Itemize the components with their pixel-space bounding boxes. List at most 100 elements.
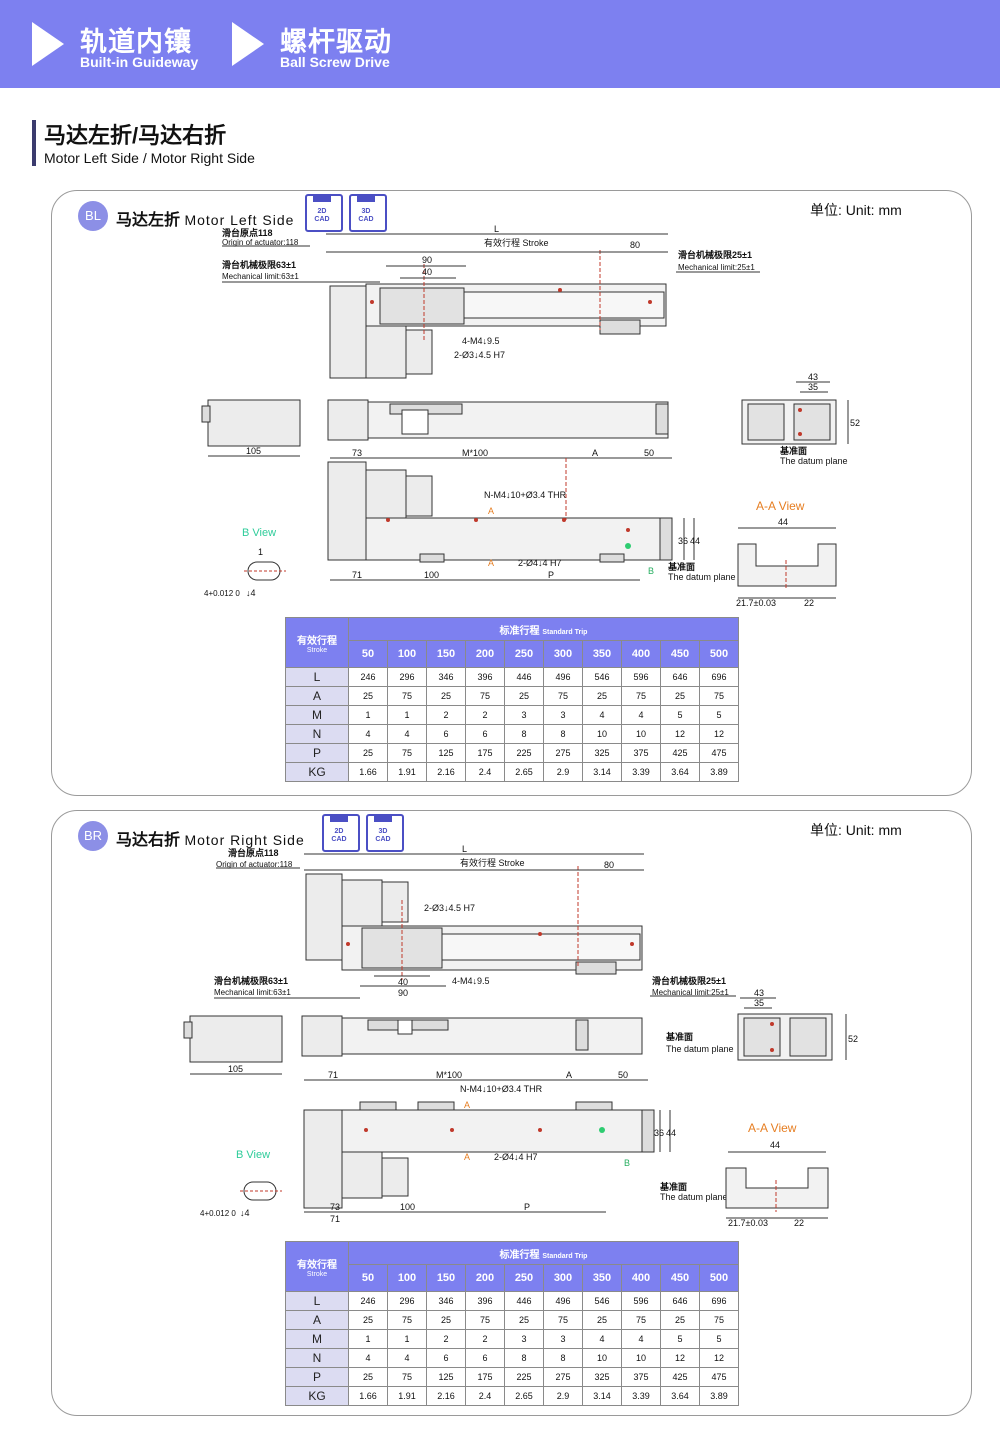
table-cell: 4 — [621, 1329, 661, 1349]
trip-column-header: 150 — [426, 1264, 466, 1292]
cad-3d-download-icon[interactable]: 3D CAD — [366, 814, 404, 852]
table-cell: 2.9 — [543, 1386, 583, 1406]
bview-label: B View — [242, 527, 276, 539]
aview-label: A-A View — [756, 499, 805, 513]
cad-3d-download-icon[interactable]: 3D CAD — [349, 194, 387, 232]
trip-column-header: 250 — [504, 1264, 544, 1292]
trip-column-header: 400 — [621, 1264, 661, 1292]
section-mark-b: B — [648, 566, 654, 576]
dim-tol4: ↓4 — [240, 1208, 250, 1218]
cad-2d-download-icon[interactable]: 2D CAD — [322, 814, 360, 852]
table-cell: 4 — [582, 1329, 622, 1349]
dim-50: 50 — [618, 1070, 628, 1080]
section-mark-a: A — [488, 558, 494, 568]
table-cell: 75 — [465, 686, 505, 706]
origin-cn: 滑台原点118 — [222, 227, 273, 238]
mech25-cn: 滑台机械极限25±1 — [678, 249, 752, 260]
table-cell: 4 — [387, 1348, 427, 1368]
unit-label: 单位: Unit: mm — [810, 202, 902, 218]
dim-40: 40 — [422, 267, 432, 277]
dim-A: A — [592, 448, 598, 458]
datum-en: The datum plane — [780, 456, 848, 466]
mech63-cn: 滑台机械极限63±1 — [222, 259, 296, 270]
mech25-en: Mechanical limit:25±1 — [652, 988, 729, 997]
table-cell: 12 — [660, 724, 700, 744]
aview-profile — [737, 543, 837, 587]
trip-column-header: 50 — [348, 640, 388, 668]
table-cell: 125 — [426, 1367, 466, 1387]
table-cell: 12 — [660, 1348, 700, 1368]
table-cell: 275 — [543, 743, 583, 763]
section-title-cn: 马达左折/马达右折 — [44, 123, 227, 148]
standard-trip-header: 标准行程 Standard Trip — [348, 617, 739, 641]
table-cell: 546 — [582, 1291, 622, 1311]
section-title-en: Motor Left Side / Motor Right Side — [44, 150, 255, 166]
dim-52: 52 — [850, 418, 860, 428]
table-cell: 25 — [348, 743, 388, 763]
dim-80: 80 — [604, 860, 614, 870]
table-cell: 3.64 — [660, 1386, 700, 1406]
table-cell: 325 — [582, 743, 622, 763]
dim-105: 105 — [246, 446, 261, 456]
table-cell: 125 — [426, 743, 466, 763]
datum-cn: 基准面 — [667, 561, 695, 572]
table-cell: 596 — [621, 1291, 661, 1311]
panel-badge: BR — [78, 821, 108, 851]
side-view — [201, 399, 669, 457]
table-cell: 2.4 — [465, 762, 505, 782]
table-cell: 8 — [504, 724, 544, 744]
play-arrow-icon — [232, 22, 264, 66]
table-cell: 5 — [660, 1329, 700, 1349]
header-title-cn: 螺杆驱动 — [280, 27, 392, 57]
play-arrow-icon — [32, 22, 64, 66]
dim-a44: 44 — [778, 517, 788, 527]
table-cell: 25 — [582, 686, 622, 706]
row-label: M — [285, 1329, 349, 1349]
table-cell: 75 — [387, 743, 427, 763]
table-cell: 246 — [348, 1291, 388, 1311]
table-cell: 6 — [426, 724, 466, 744]
dim-73: 73 — [352, 448, 362, 458]
aview-label: A-A View — [748, 1121, 797, 1135]
table-cell: 25 — [348, 686, 388, 706]
datum-en: The datum plane — [668, 572, 736, 582]
trip-column-header: 300 — [543, 640, 583, 668]
table-cell: 10 — [621, 1348, 661, 1368]
table-cell: 5 — [699, 705, 739, 725]
panel-title: 马达左折 Motor Left Side — [116, 206, 294, 230]
trip-column-header: 300 — [543, 1264, 583, 1292]
table-cell: 75 — [543, 686, 583, 706]
dim-A: A — [566, 1070, 572, 1080]
dim-44: 44 — [666, 1128, 676, 1138]
dim-m100: M*100 — [462, 448, 488, 458]
table-cell: 346 — [426, 667, 466, 687]
dim-71-lower: 71 — [330, 1214, 340, 1224]
table-cell: 75 — [387, 1310, 427, 1330]
datum-en: The datum plane — [666, 1044, 734, 1054]
aview-profile — [725, 1167, 829, 1209]
panel-title-en: Motor Left Side — [184, 212, 295, 228]
table-cell: 3 — [504, 1329, 544, 1349]
dim-71: 71 — [328, 1070, 338, 1080]
section-mark-a: A — [464, 1152, 470, 1162]
table-cell: 4 — [582, 705, 622, 725]
origin-en: Origin of actuator:118 — [216, 860, 293, 869]
table-cell: 646 — [660, 667, 700, 687]
cad-label: 2D CAD — [331, 828, 347, 843]
cad-2d-download-icon[interactable]: 2D CAD — [305, 194, 343, 232]
dim-90: 90 — [398, 988, 408, 998]
side-view — [183, 1015, 643, 1075]
table-cell: 1 — [348, 705, 388, 725]
table-cell: 6 — [426, 1348, 466, 1368]
mech25-en: Mechanical limit:25±1 — [678, 263, 755, 272]
table-cell: 25 — [504, 1310, 544, 1330]
table-cell: 275 — [543, 1367, 583, 1387]
